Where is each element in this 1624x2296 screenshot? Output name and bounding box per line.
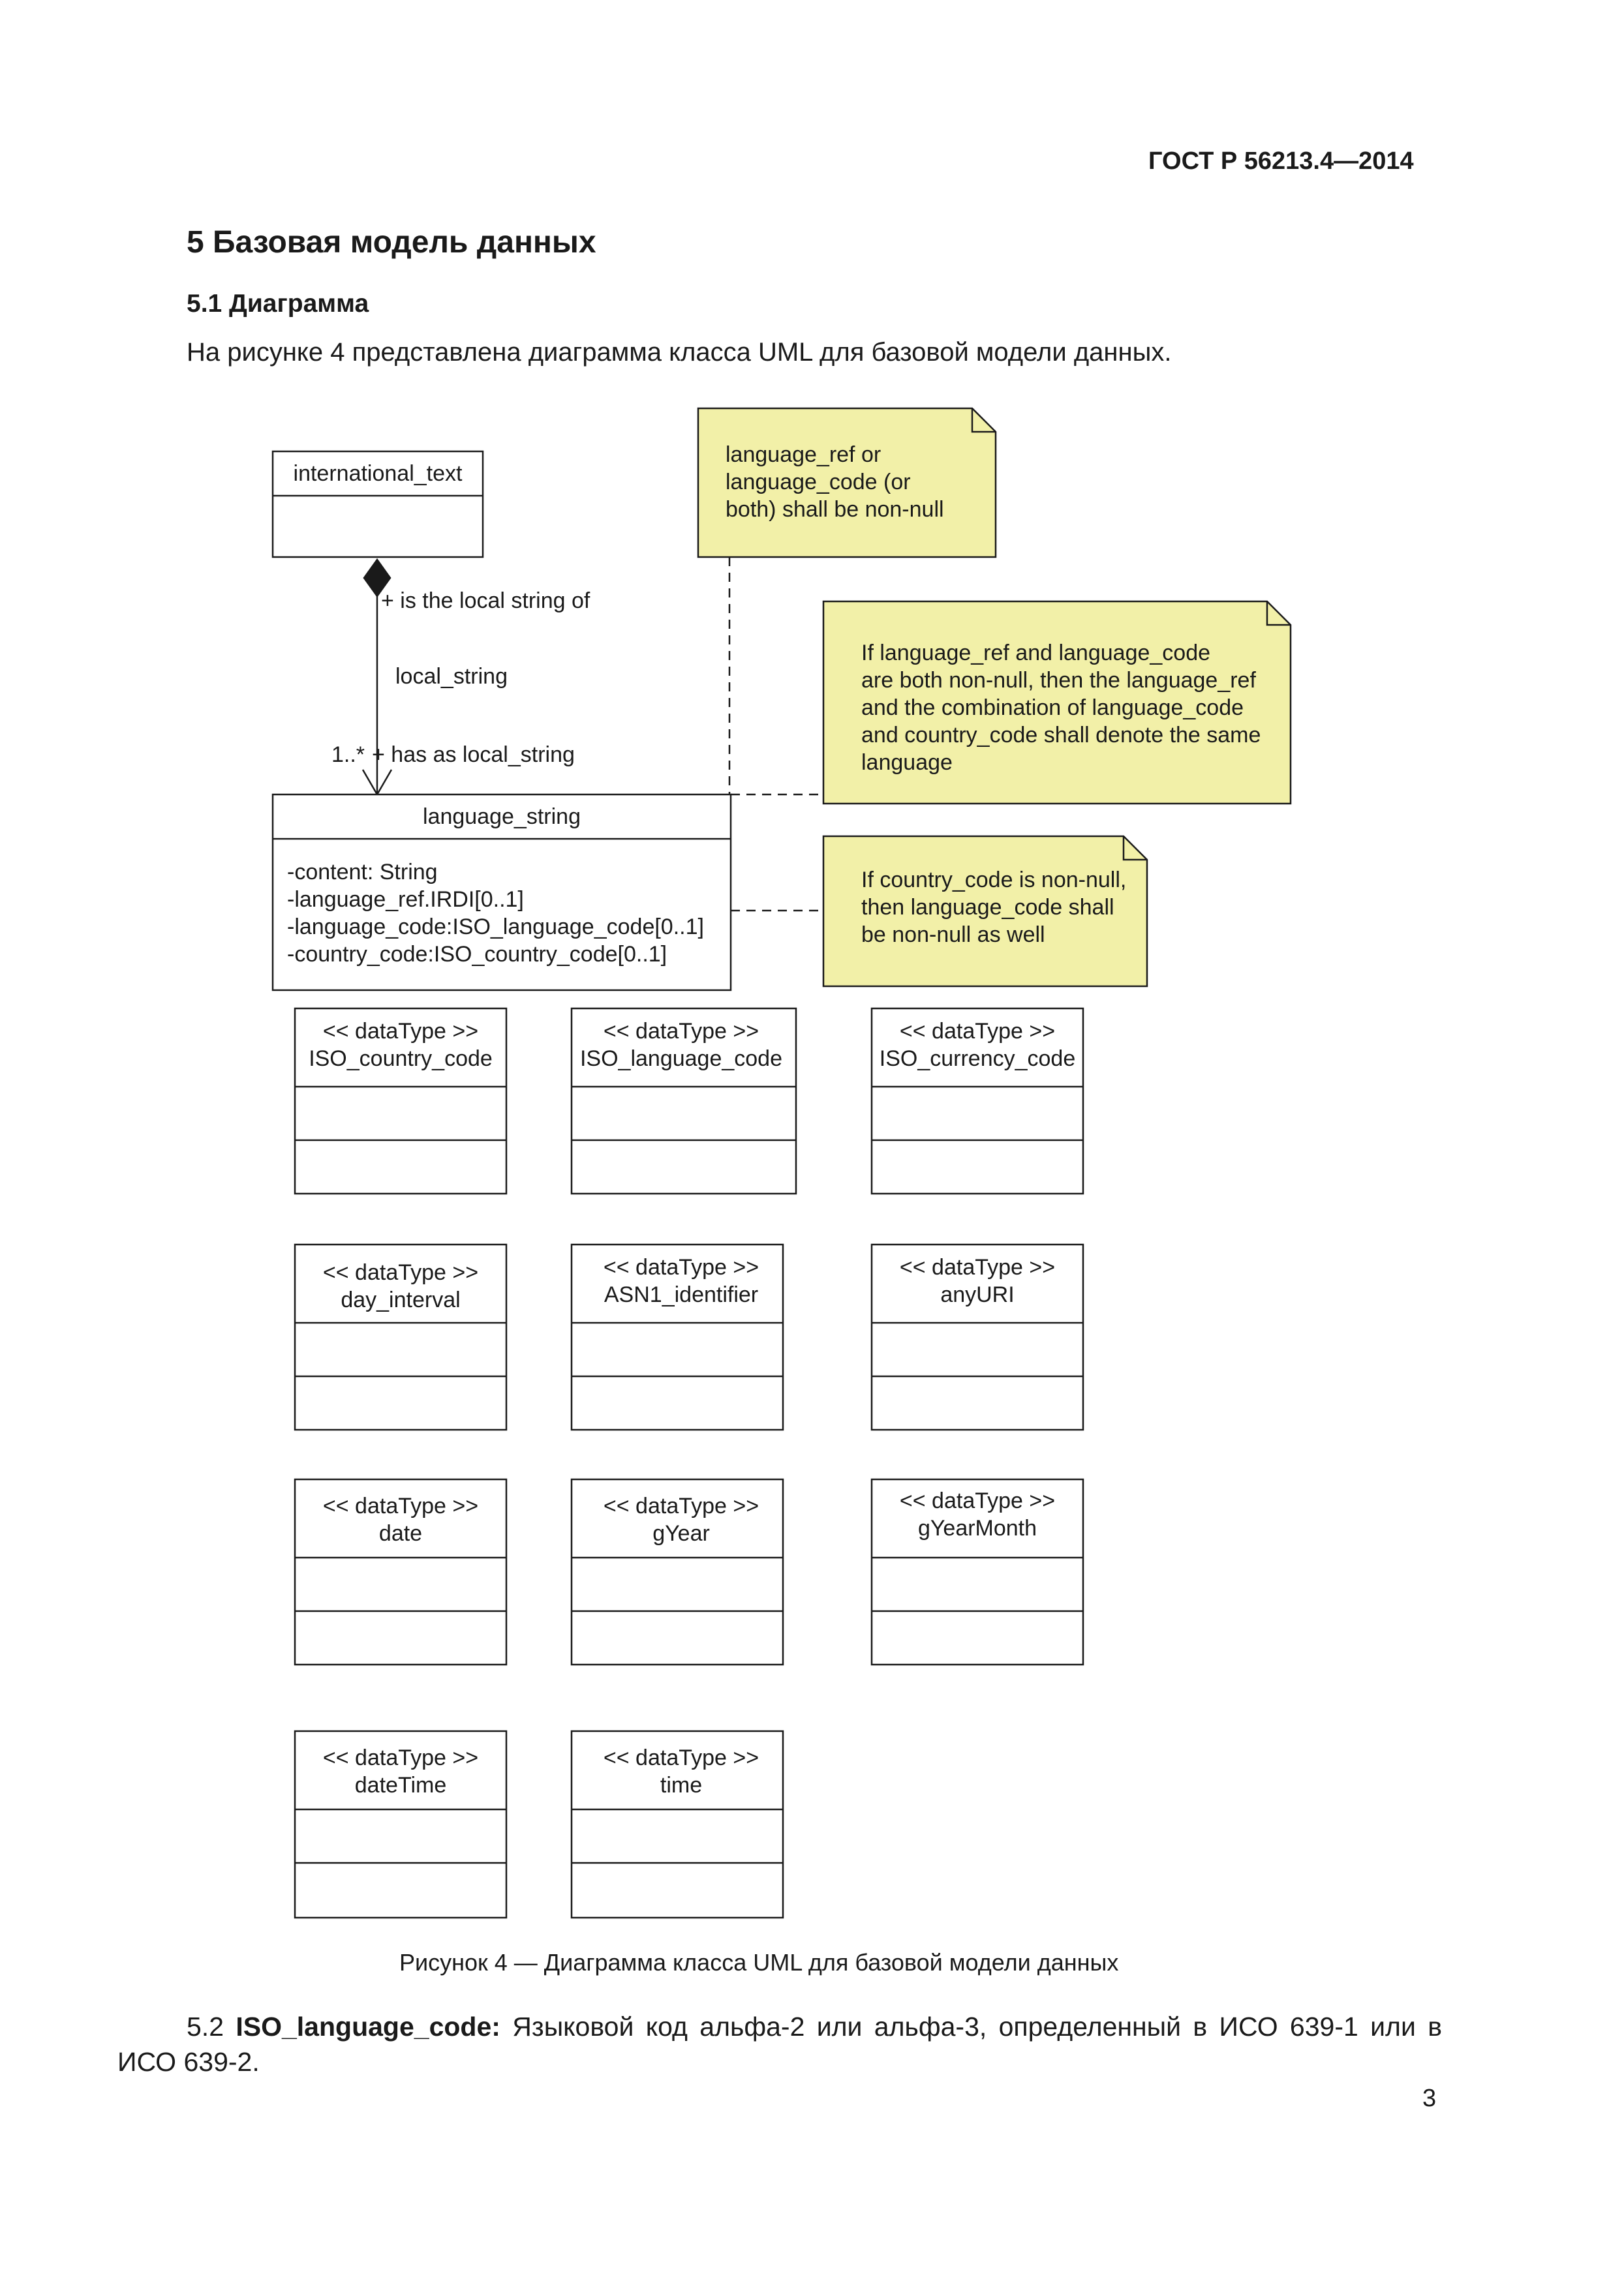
datatype-name: gYearMonth (918, 1516, 1037, 1541)
class-language-string (271, 793, 732, 991)
definition-paragraph: 5.2 ISO_language_code: Языковой код альф… (117, 2009, 1442, 2079)
association-multiplicity: 1..* (331, 742, 365, 767)
datatype-asn1-identifier (570, 1243, 784, 1431)
note1-line: language_ref or (726, 442, 881, 467)
datatype-iso-language-code (570, 1007, 797, 1195)
attribute-language-ref: -language_ref.IRDI[0..1] (287, 887, 524, 912)
attribute-language-code: -language_code:ISO_language_code[0..1] (287, 914, 704, 939)
class-name-language-string: language_string (423, 804, 581, 829)
page-number: 3 (1422, 2085, 1437, 2112)
datatype-name: gYear (652, 1521, 710, 1546)
note2-line: are both non-null, then the language_ref (861, 668, 1256, 693)
uml-class-diagram: international_text + is the local string… (271, 407, 1292, 1919)
definition-number: 5.2 (187, 2012, 224, 2042)
constraint-note-1 (697, 407, 997, 558)
datatype-name: day_interval (341, 1288, 460, 1312)
datatype-day-interval (294, 1243, 508, 1431)
datatype-date (294, 1478, 508, 1666)
datatype-name: dateTime (355, 1773, 446, 1798)
datatype-iso-currency-code (870, 1007, 1084, 1195)
datatype-name: ASN1_identifier (604, 1282, 758, 1307)
stereotype-label: << dataType >> (900, 1255, 1055, 1280)
stereotype-label: << dataType >> (604, 1494, 759, 1518)
class-international-text (271, 450, 484, 558)
datatype-gyear (570, 1478, 784, 1666)
figure-caption: Рисунок 4 — Диаграмма класса UML для баз… (399, 1949, 1119, 1976)
note-anchor-lines (728, 557, 823, 912)
stereotype-label: << dataType >> (323, 1745, 478, 1770)
datatype-name: ISO_language_code (580, 1046, 782, 1071)
stereotype-label: << dataType >> (604, 1019, 759, 1044)
note3-line: then language_code shall (861, 895, 1114, 920)
datatype-name: ISO_currency_code (880, 1046, 1076, 1071)
attribute-country-code: -country_code:ISO_country_code[0..1] (287, 942, 667, 967)
class-name-international-text: international_text (294, 461, 463, 486)
attribute-content: -content: String (287, 860, 438, 884)
document-code: ГОСТ Р 56213.4—2014 (1148, 147, 1414, 175)
datatype-gyearmonth (870, 1478, 1084, 1666)
definition-text: Языковой код альфа-2 или альфа-3, опреде… (117, 2012, 1442, 2077)
association-role-top: + is the local string of (381, 588, 590, 613)
intro-paragraph: На рисунке 4 представлена диаграмма клас… (187, 338, 1172, 367)
datatype-anyuri (870, 1243, 1084, 1431)
note1-line: language_code (or (726, 470, 911, 494)
note3-line: be non-null as well (861, 922, 1045, 947)
datatype-name: date (379, 1521, 422, 1546)
constraint-note-2 (822, 600, 1292, 805)
note3-line: If country_code is non-null, (861, 868, 1126, 892)
definition-term: ISO_language_code: (236, 2012, 500, 2042)
datatype-name: anyURI (940, 1282, 1014, 1307)
datatype-name: time (660, 1773, 702, 1798)
stereotype-label: << dataType >> (900, 1019, 1055, 1044)
datatype-datetime (294, 1730, 508, 1919)
subsection-title: 5.1 Диаграмма (187, 290, 369, 318)
datatype-time (570, 1730, 784, 1919)
section-title: 5 Базовая модель данных (187, 225, 596, 260)
stereotype-label: << dataType >> (323, 1260, 478, 1285)
stereotype-label: << dataType >> (604, 1745, 759, 1770)
stereotype-label: << dataType >> (323, 1494, 478, 1518)
association-role-bottom: + has as local_string (372, 742, 575, 767)
note2-line: If language_ref and language_code (861, 641, 1210, 665)
stereotype-label: << dataType >> (604, 1255, 759, 1280)
note2-line: language (861, 750, 953, 775)
association-name: local_string (395, 664, 508, 689)
stereotype-label: << dataType >> (900, 1488, 1055, 1513)
datatype-name: ISO_country_code (309, 1046, 493, 1071)
note2-line: and country_code shall denote the same (861, 723, 1261, 748)
note1-line: both) shall be non-null (726, 497, 944, 522)
constraint-note-3 (822, 835, 1148, 988)
note2-line: and the combination of language_code (861, 695, 1244, 720)
stereotype-label: << dataType >> (323, 1019, 478, 1044)
datatype-iso-country-code (294, 1007, 508, 1195)
